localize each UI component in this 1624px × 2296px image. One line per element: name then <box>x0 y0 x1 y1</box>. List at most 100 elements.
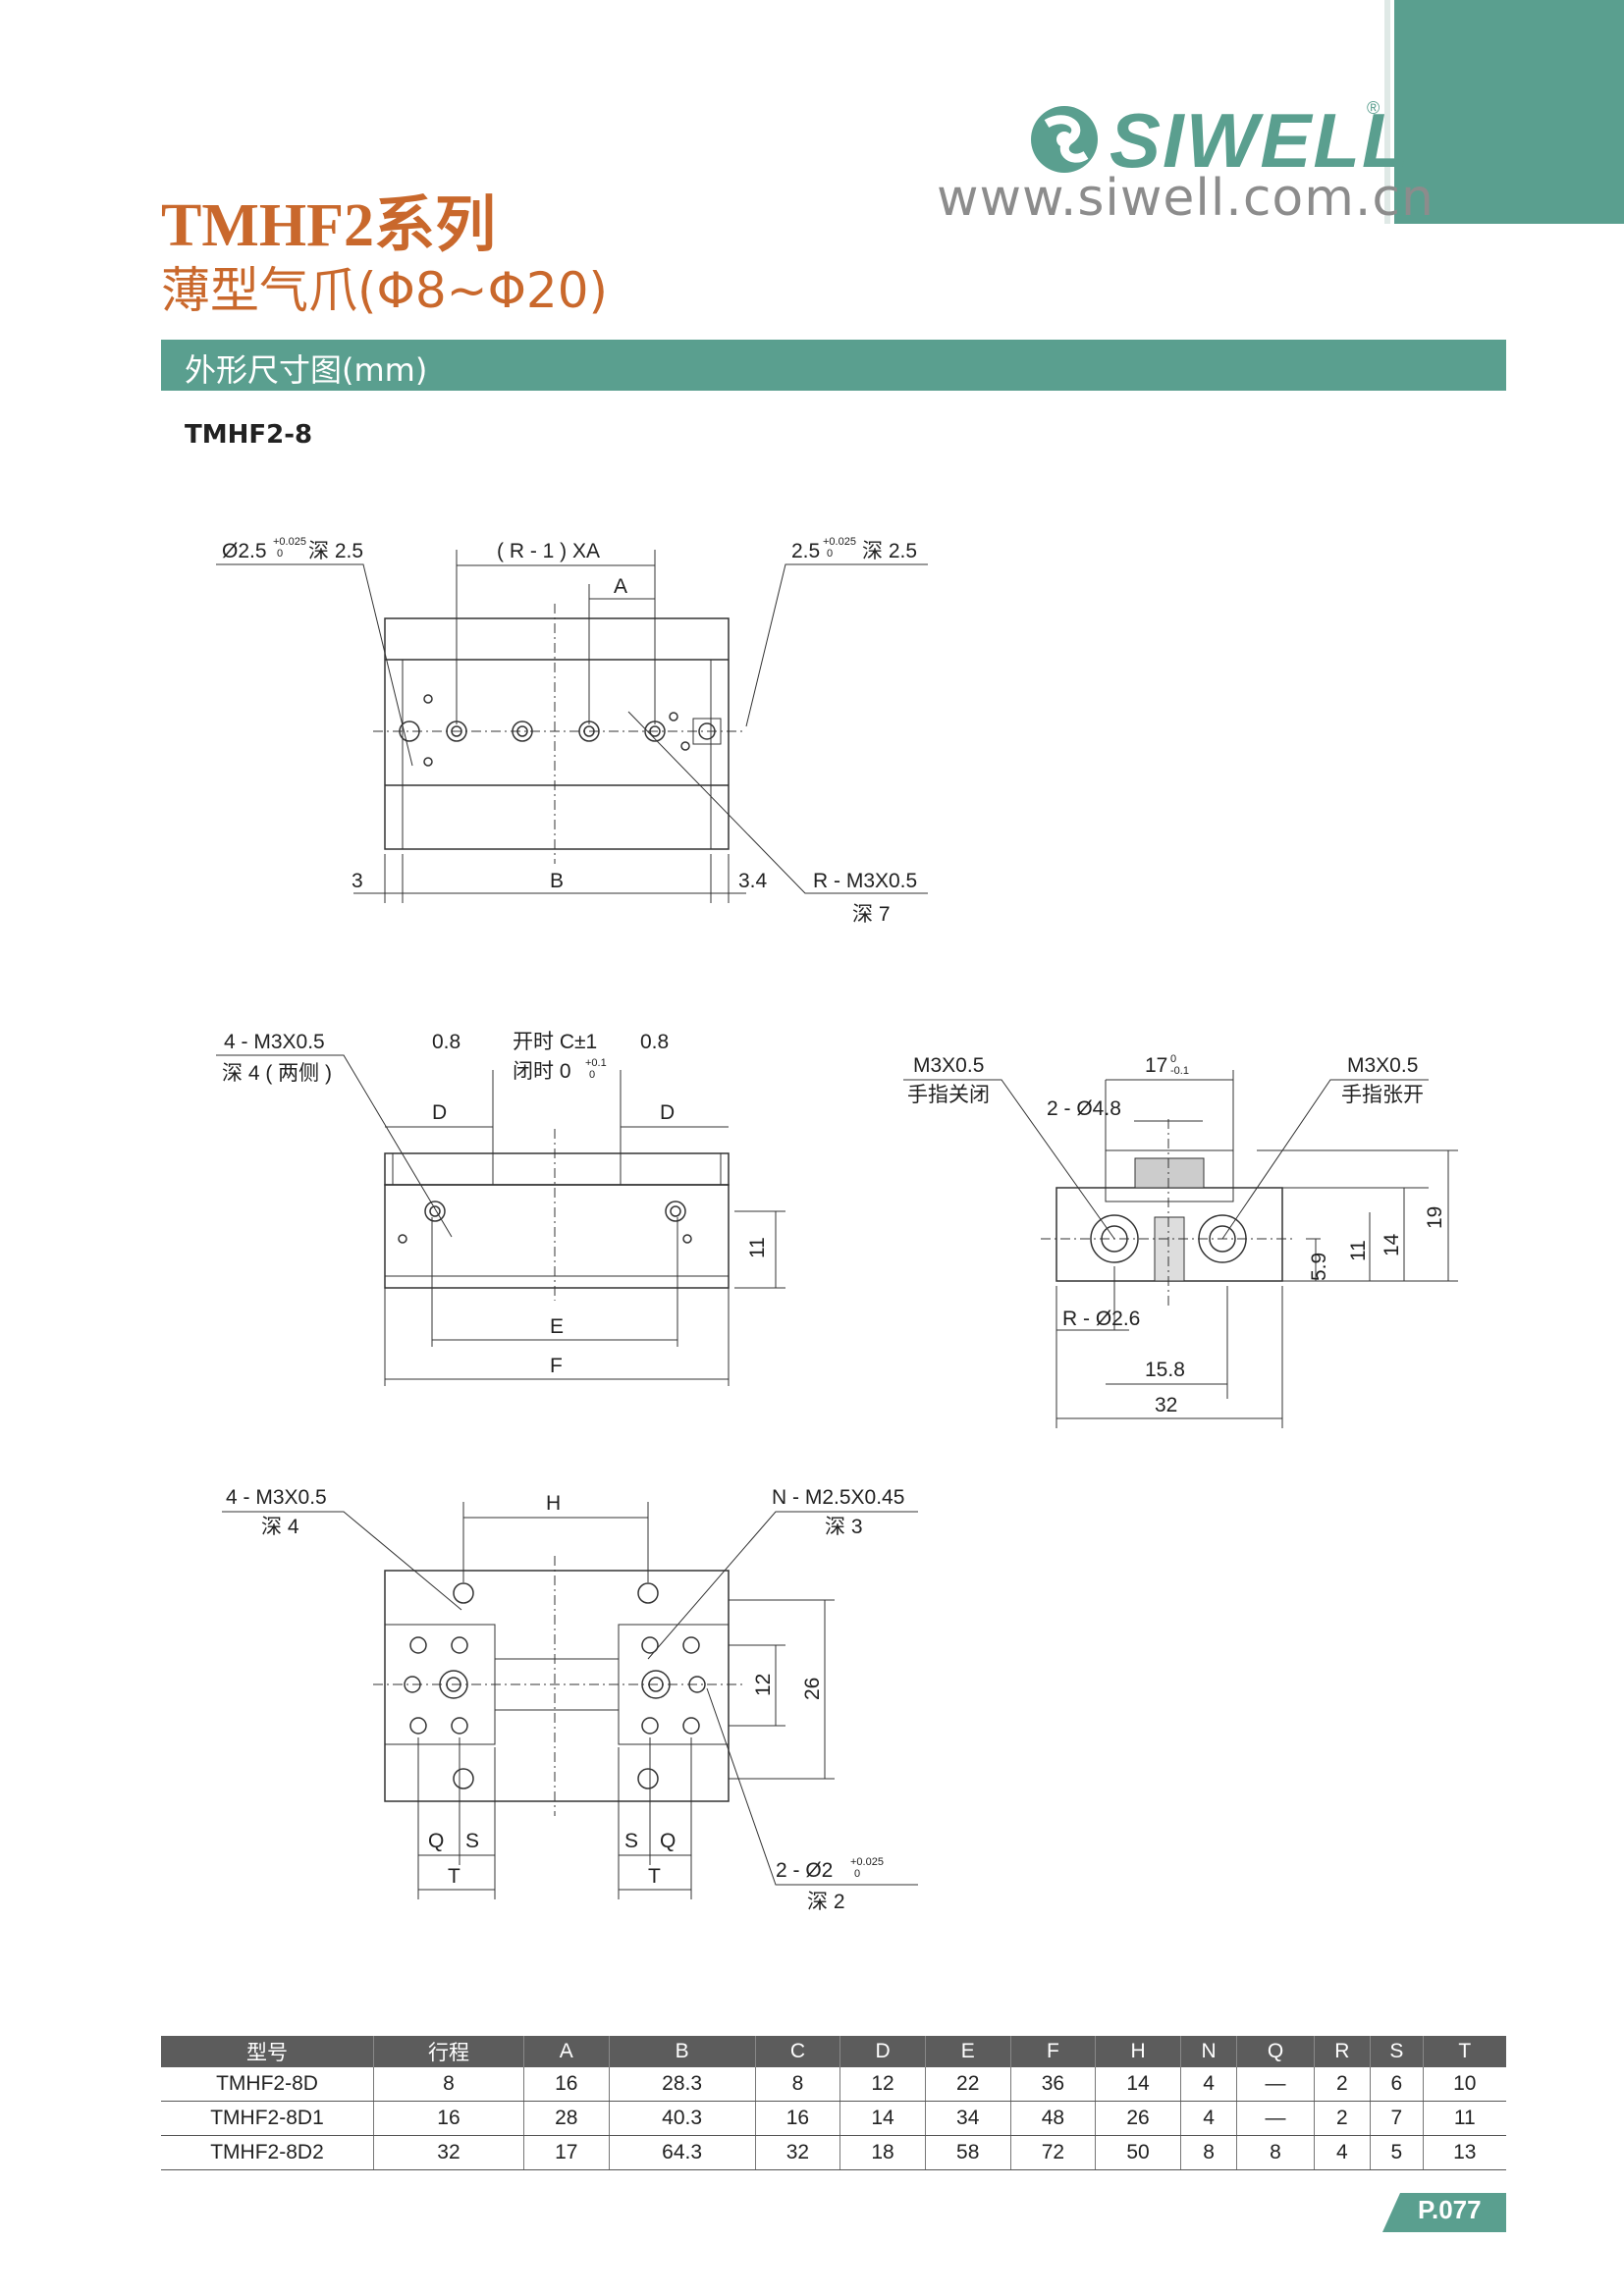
top-hole-spec: Ø2.5 <box>222 540 267 562</box>
side-view-labels: M3X0.5 手指关闭 17 0 -0.1 M3X0.5 手指张开 2 - Ø4… <box>907 1053 1446 1416</box>
table-row: TMHF2-8D 8 16 28.3 8 12 22 36 14 4 — 2 6… <box>161 2067 1506 2102</box>
table-cell: 26 <box>1095 2101 1181 2136</box>
table-cell: 32 <box>373 2135 524 2170</box>
front-dim-f: F <box>550 1355 563 1377</box>
top-right-tol-up: +0.025 <box>823 536 856 548</box>
top-hole-tol-down: 0 <box>277 548 283 560</box>
bottom-dim-q-left: Q <box>428 1830 444 1852</box>
table-cell: 2 <box>1314 2101 1372 2136</box>
front-gap-left: 0.8 <box>432 1031 460 1053</box>
top-right-tol-down: 0 <box>827 548 833 560</box>
bottom-view-labels: 4 - M3X0.5 深 4 H N - M2.5X0.45 深 3 12 26… <box>226 1486 904 1913</box>
table-cell: 11 <box>1423 2101 1506 2136</box>
siwell-logo-icon <box>1031 106 1098 173</box>
bottom-dim-s-right: S <box>624 1830 638 1852</box>
table-cell: 2 <box>1314 2067 1372 2102</box>
table-cell: 12 <box>839 2067 926 2102</box>
front-thread-depth: 深 4 ( 两侧 ) <box>222 1062 332 1085</box>
table-cell: 5 <box>1370 2135 1424 2170</box>
side-height-11: 11 <box>1347 1240 1370 1261</box>
table-cell: TMHF2-8D <box>161 2067 374 2102</box>
corner-accent-bar <box>1394 0 1624 224</box>
table-cell: 7 <box>1370 2101 1424 2136</box>
table-cell: 28.3 <box>609 2067 756 2102</box>
side-left-thread: M3X0.5 <box>913 1054 984 1077</box>
front-dim-d-right: D <box>660 1101 675 1124</box>
bottom-pin-tol-up: +0.025 <box>850 1856 884 1868</box>
table-header-cell: H <box>1095 2036 1181 2067</box>
table-cell: 48 <box>1010 2101 1097 2136</box>
bottom-pin-depth: 深 2 <box>807 1891 845 1913</box>
table-cell: 36 <box>1010 2067 1097 2102</box>
side-width-17: 17 <box>1145 1054 1167 1077</box>
table-cell: 13 <box>1423 2135 1506 2170</box>
table-header-cell: Q <box>1236 2036 1315 2067</box>
top-pitch: ( R - 1 ) XA <box>497 540 600 562</box>
top-dim-b: B <box>550 870 564 892</box>
table-header-cell: D <box>839 2036 926 2067</box>
table-cell: 8 <box>373 2067 524 2102</box>
table-cell: 4 <box>1180 2101 1238 2136</box>
table-cell: 64.3 <box>609 2135 756 2170</box>
bottom-height-12: 12 <box>752 1674 775 1696</box>
table-row: TMHF2-8D2 32 17 64.3 32 18 58 72 50 8 8 … <box>161 2135 1506 2170</box>
bottom-dim-q-right: Q <box>660 1830 676 1852</box>
bottom-pin: 2 - Ø2 <box>776 1859 833 1882</box>
table-header-cell: N <box>1180 2036 1238 2067</box>
side-left-note: 手指关闭 <box>907 1084 990 1106</box>
side-view-drawing <box>903 1070 1458 1428</box>
top-thread-depth: 深 7 <box>852 903 891 926</box>
series-subtitle: 薄型气爪(Φ8~Φ20) <box>161 262 609 319</box>
top-right-dim: 3.4 <box>738 870 768 892</box>
table-cell: — <box>1236 2101 1315 2136</box>
dimension-table: 型号 行程 A B C D E F H N Q R S T TMHF2-8D 8… <box>161 2036 1506 2170</box>
side-width-32: 32 <box>1155 1394 1177 1416</box>
side-height-19: 19 <box>1424 1206 1446 1229</box>
table-cell: 8 <box>1180 2135 1238 2170</box>
top-hole-tol-up: +0.025 <box>273 536 306 548</box>
table-cell: 72 <box>1010 2135 1097 2170</box>
table-cell: 58 <box>925 2135 1011 2170</box>
table-header-cell: B <box>609 2036 756 2067</box>
side-width-17-tol-down: -0.1 <box>1170 1065 1189 1077</box>
side-height-5-9: 5.9 <box>1308 1253 1330 1281</box>
brand-name: SIWELL <box>1110 97 1411 184</box>
side-right-thread: M3X0.5 <box>1347 1054 1418 1077</box>
side-right-note: 手指张开 <box>1341 1084 1424 1106</box>
front-dim-e: E <box>550 1315 564 1338</box>
front-height-11: 11 <box>746 1237 769 1258</box>
table-header-cell: A <box>523 2036 610 2067</box>
table-cell: 40.3 <box>609 2101 756 2136</box>
top-hole-depth: 深 2.5 <box>308 540 363 562</box>
page-number: P.077 <box>1418 2195 1482 2224</box>
table-cell: 32 <box>755 2135 841 2170</box>
table-header-row: 型号 行程 A B C D E F H N Q R S T <box>161 2036 1506 2067</box>
table-cell: TMHF2-8D1 <box>161 2101 374 2136</box>
table-cell: 14 <box>1095 2067 1181 2102</box>
section-title: 外形尺寸图(mm) <box>185 351 428 389</box>
registered-mark: ® <box>1367 98 1380 118</box>
table-cell: 6 <box>1370 2067 1424 2102</box>
table-header-cell: E <box>925 2036 1011 2067</box>
table-cell: 16 <box>373 2101 524 2136</box>
top-thread: R - M3X0.5 <box>813 870 917 892</box>
bottom-pin-tol-down: 0 <box>854 1868 860 1880</box>
front-close-label: 闭时 0 <box>513 1060 571 1083</box>
table-cell: 8 <box>755 2067 841 2102</box>
table-cell: 16 <box>755 2101 841 2136</box>
side-r-hole: R - Ø2.6 <box>1062 1308 1140 1330</box>
top-view-drawing <box>216 550 928 903</box>
front-thread: 4 - M3X0.5 <box>224 1031 325 1053</box>
top-view-labels: Ø2.5 +0.025 0 深 2.5 ( R - 1 ) XA A 2.5 +… <box>222 536 917 926</box>
top-left-dim: 3 <box>352 870 363 892</box>
side-width-15-8: 15.8 <box>1145 1359 1185 1381</box>
section-header-bar <box>161 340 1506 391</box>
series-title: TMHF2系列 <box>161 192 496 259</box>
table-row: TMHF2-8D1 16 28 40.3 16 14 34 48 26 4 — … <box>161 2101 1506 2136</box>
bottom-dim-h: H <box>546 1492 561 1515</box>
page-number-tag <box>1382 2193 1506 2232</box>
side-height-14: 14 <box>1380 1233 1403 1256</box>
table-header-cell: C <box>755 2036 841 2067</box>
table-cell: — <box>1236 2067 1315 2102</box>
table-cell: 14 <box>839 2101 926 2136</box>
